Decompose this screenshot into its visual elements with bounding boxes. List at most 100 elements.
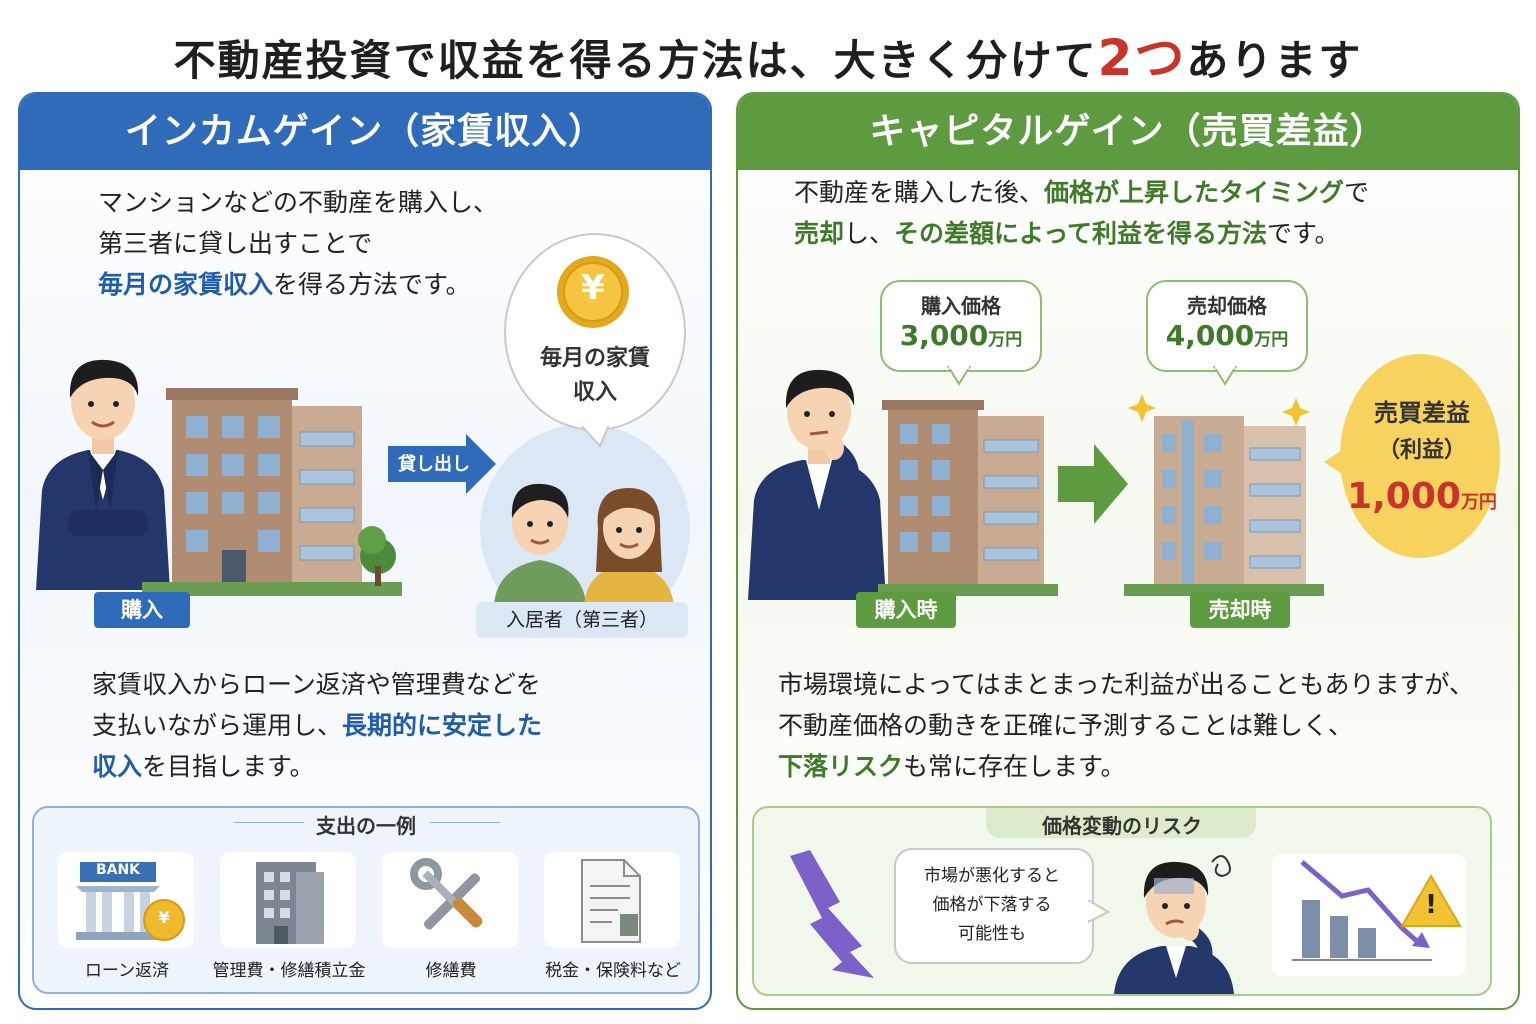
profit-label: 売買差益 — [1374, 399, 1470, 427]
risk-bubble-line1: 市場が悪化すると — [924, 866, 1060, 886]
bank-coin-symbol: ¥ — [158, 908, 170, 927]
income-desc-line2: 第三者に貸し出すことで — [98, 229, 373, 258]
building-icon — [256, 862, 324, 944]
expense-label-tax: 税金・保険料など — [545, 961, 681, 981]
risk-bubble — [894, 848, 1094, 964]
price-rise-arrow — [1058, 444, 1128, 524]
capital-desc-line1-plain: 不動産を購入した後、 — [794, 178, 1045, 207]
risk-title: 価格変動のリスク — [1042, 814, 1202, 838]
bank-sign-text: BANK — [95, 862, 141, 878]
building-after-icon — [1124, 394, 1324, 596]
capital-desc-line2-plain: し、 — [844, 219, 895, 248]
lend-arrow — [388, 434, 496, 494]
income-body-line3-highlight: 収入 — [92, 752, 143, 781]
income-body-line2: 支払いながら運用し、長期的に安定した — [92, 705, 542, 746]
sale-time-tag: 売却時 — [1190, 592, 1290, 628]
apartment-building-icon — [142, 388, 402, 596]
risk-title-tab — [986, 808, 1256, 838]
sale-price-label: 売却価格 — [1187, 294, 1267, 318]
rent-bubble-line2: 収入 — [572, 380, 617, 405]
profit-text: 売買差益 （利益） 1,000万円 — [1342, 394, 1502, 517]
expense-card-management — [220, 852, 356, 948]
capital-gain-heading: キャピタルゲイン（売買差益） — [738, 94, 1518, 170]
purchase-price-value: 3,000 — [899, 319, 989, 352]
title-main: 不動産投資で収益を得る方法は、大きく分けて — [173, 36, 1098, 85]
purchase-price-row: 3,000万円 — [882, 319, 1040, 352]
sale-price-bubble: 売却価格 4,000万円 — [1146, 280, 1308, 372]
capital-desc-line2-highlight2: その差額によって利益を得る方法 — [894, 219, 1268, 248]
income-gain-heading: インカムゲイン（家賃収入） — [20, 94, 710, 170]
rent-bubble — [504, 233, 686, 448]
expense-card-repair — [382, 852, 518, 948]
income-body-line2-plain: 支払いながら運用し、 — [92, 711, 343, 740]
risk-bubble-line2: 価格が下落する — [932, 895, 1052, 915]
capital-desc-line1-rest: で — [1344, 178, 1370, 207]
lend-arrow-label: 貸し出し — [398, 454, 470, 475]
income-body-line3-rest: を目指します。 — [142, 752, 315, 781]
capital-body-line3-rest: も常に存在します。 — [903, 752, 1126, 781]
sale-price-unit: 万円 — [1254, 330, 1289, 350]
sale-bubble-tail — [1212, 366, 1238, 386]
purchase-bubble-tail — [946, 366, 972, 386]
rent-bubble-line1: 毎月の家賃 — [539, 346, 650, 371]
capital-desc-line2: 売却し、その差額によって利益を得る方法です。 — [794, 213, 1369, 254]
capital-gain-panel: キャピタルゲイン（売買差益） 不動産を購入した後、価格が上昇したタイミングで 売… — [736, 92, 1520, 1010]
expense-card-loan: BANK ¥ — [58, 852, 194, 948]
expense-title: 支出の一例 — [316, 814, 416, 838]
yen-coin-icon — [557, 256, 629, 328]
risk-bubble-text: 市場が悪化すると 価格が下落する 可能性も — [894, 862, 1090, 949]
purchase-price-unit: 万円 — [988, 330, 1023, 350]
document-icon — [581, 859, 641, 943]
capital-body-highlight: 下落リスク — [778, 752, 904, 781]
capital-body: 市場環境によってはまとまった利益が出ることもありますが、 不動産価格の動きを正確… — [778, 664, 1474, 787]
falling-arrow-icon — [790, 850, 874, 978]
purchase-price-bubble: 購入価格 3,000万円 — [880, 280, 1042, 372]
bank-icon — [76, 862, 185, 941]
capital-body-line2: 不動産価格の動きを正確に予測することは難しく、 — [778, 711, 1354, 740]
expense-examples-box: 支出の一例 BANK ¥ ローン返済 — [32, 806, 700, 994]
sale-price-row: 4,000万円 — [1148, 319, 1306, 352]
tenants-illustration — [494, 483, 674, 606]
expense-label-repair: 修繕費 — [425, 961, 477, 981]
income-body-line1: 家賃収入からローン返済や管理費などを — [92, 670, 541, 699]
capital-desc-line2-rest: です。 — [1267, 219, 1340, 248]
expense-card-tax — [544, 852, 680, 948]
expense-title-rule-right — [430, 822, 500, 823]
title-number: 2つ — [1097, 29, 1187, 87]
expense-title-rule-left — [234, 822, 304, 823]
tenant-tag: 入居者（第三者） — [476, 602, 688, 638]
building-before-icon — [878, 400, 1058, 596]
warning-icon — [1400, 874, 1462, 927]
income-gain-panel: インカムゲイン（家賃収入） マンションなどの不動産を購入し、 第三者に貸し出すこ… — [18, 92, 712, 1010]
capital-desc-line2-highlight1: 売却 — [794, 219, 845, 248]
risk-bubble-tail — [1088, 900, 1110, 924]
tools-icon — [410, 858, 483, 930]
profit-value: 1,000 — [1347, 476, 1461, 517]
income-body-line2-highlight: 長期的に安定した — [342, 711, 543, 740]
income-description: マンションなどの不動産を購入し、 第三者に貸し出すことで 毎月の家賃収入を得る方… — [98, 182, 498, 305]
rent-bubble-text: 毎月の家賃 収入 — [510, 342, 680, 410]
profit-badge — [1324, 354, 1500, 558]
profit-sublabel: （利益） — [1377, 438, 1466, 463]
yen-coin-symbol: ¥ — [581, 268, 605, 308]
income-desc-line3-rest: を得る方法です。 — [273, 270, 471, 299]
income-body-line3: 収入を目指します。 — [92, 746, 542, 787]
title-tail: あります — [1186, 36, 1363, 85]
risk-bubble-line3: 可能性も — [958, 924, 1026, 944]
capital-desc-line1-highlight: 価格が上昇したタイミング — [1044, 178, 1345, 207]
capital-description: 不動産を購入した後、価格が上昇したタイミングで 売却し、その差額によって利益を得… — [794, 172, 1369, 254]
capital-body-line3: 下落リスクも常に存在します。 — [778, 746, 1474, 787]
price-risk-box: 価格変動のリスク 市場が悪化すると 価格が下落する 可能性も — [752, 806, 1492, 996]
worried-man-illustration — [1114, 855, 1234, 994]
capital-desc-line1: 不動産を購入した後、価格が上昇したタイミングで — [794, 172, 1369, 213]
decline-chart-card: ! — [1272, 854, 1466, 976]
owner-illustration — [36, 359, 170, 590]
income-body: 家賃収入からローン返済や管理費などを 支払いながら運用し、長期的に安定した 収入… — [92, 664, 542, 787]
capital-body-line1: 市場環境によってはまとまった利益が出ることもありますが、 — [778, 670, 1475, 699]
income-desc-highlight: 毎月の家賃収入 — [98, 270, 274, 299]
investor-illustration — [748, 369, 886, 600]
income-desc-line3: 毎月の家賃収入を得る方法です。 — [98, 264, 498, 305]
declining-bar-chart-icon — [1292, 860, 1432, 961]
purchase-price-label: 購入価格 — [921, 294, 1001, 318]
expense-label-loan: ローン返済 — [84, 961, 170, 981]
